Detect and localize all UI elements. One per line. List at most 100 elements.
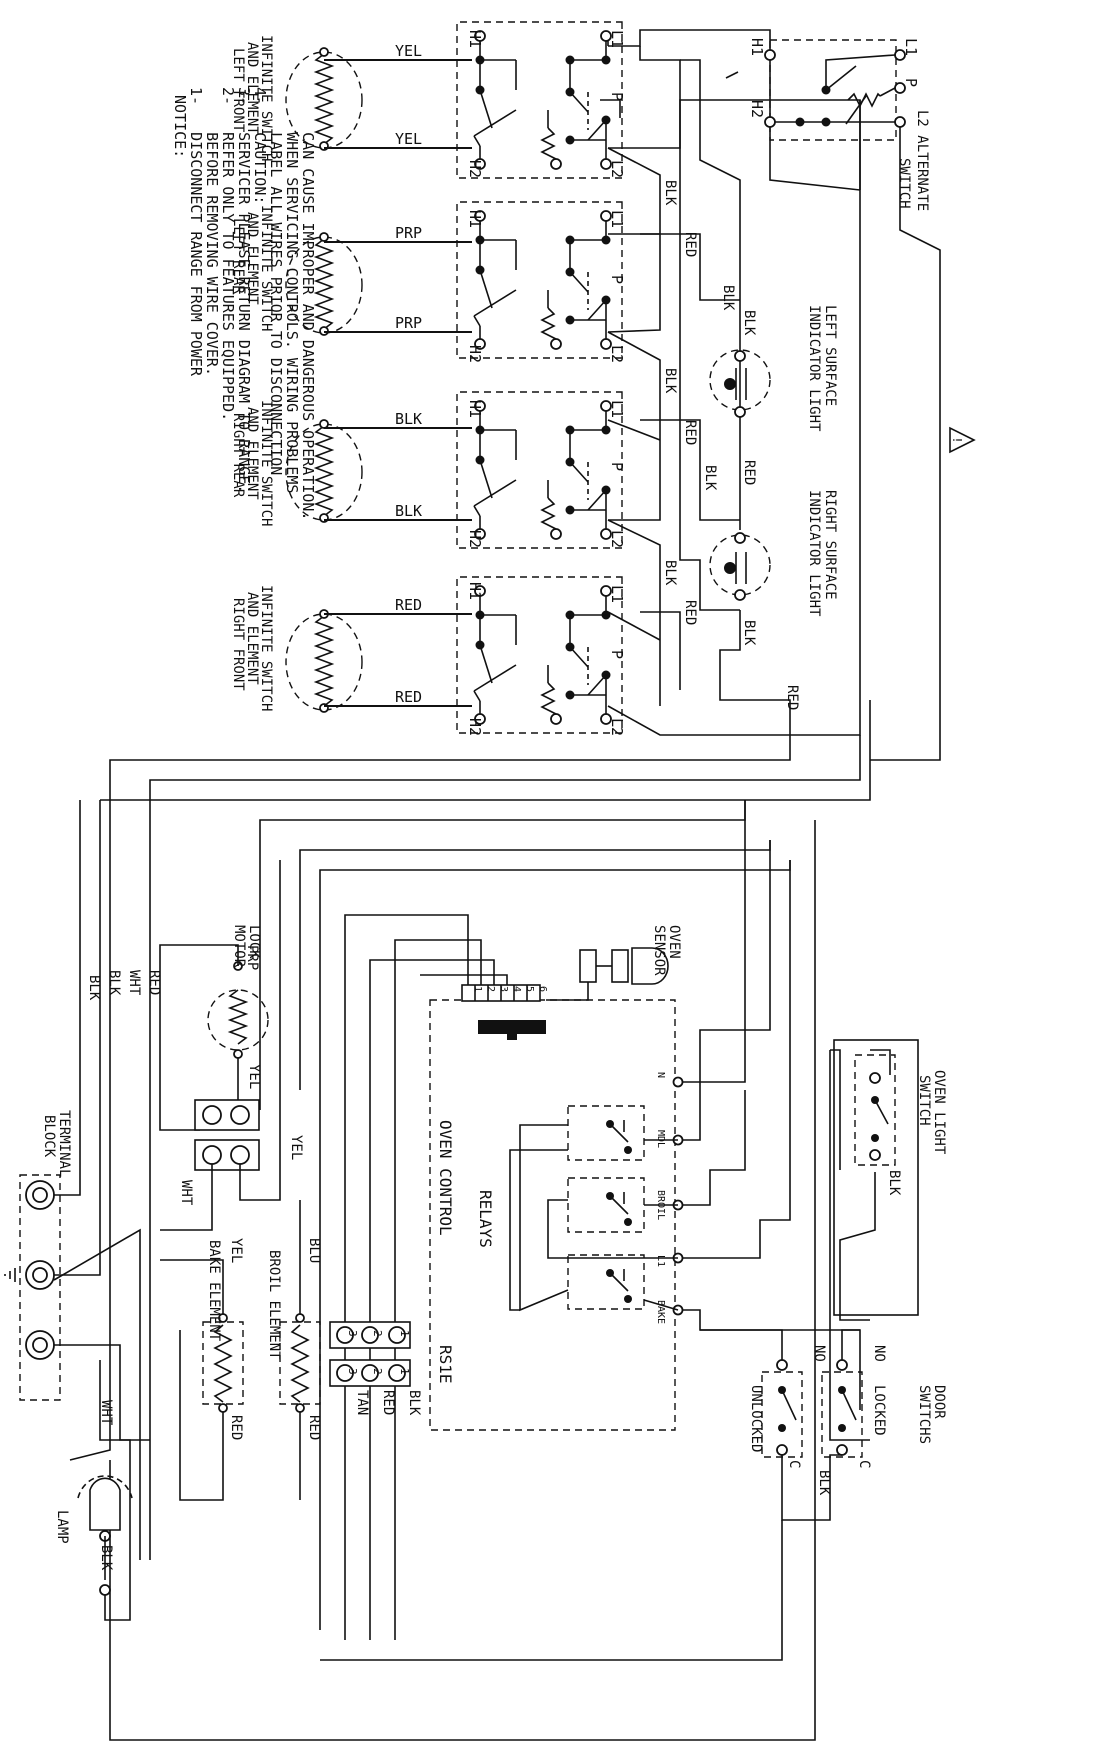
oven-sensor-label-1: OVEN (666, 925, 682, 959)
bus-wire-blk-3: BLK (741, 310, 757, 336)
relay-term-bake: BAKE (655, 1300, 666, 1324)
bus-wire-blk-5: BLK (702, 465, 718, 491)
term-l1-rr: L1 (608, 400, 626, 418)
bake-element-label: BAKE ELEMENT (206, 1240, 222, 1342)
lock-motor-label-1: LOCK (246, 925, 262, 959)
notice-block: NOTICE: 1- DISCONNECT RANGE FROM POWER B… (171, 87, 317, 520)
oven-light-switch-wire: BLK (886, 1170, 902, 1196)
notice-heading: NOTICE: (171, 95, 189, 158)
oven-light-switch (833, 1039, 919, 1316)
notice-line-3: 2- REFER ONLY TO FEATURES EQUIPPED. (219, 87, 237, 421)
svg-text:!: ! (950, 436, 964, 443)
alt-term-h2: H2 (748, 100, 766, 118)
notice-line-5: 4- CAUTION: (251, 87, 269, 204)
switch-lf-label-1: INFINITE SWITCH (258, 35, 274, 161)
plug-pin-1a: 1 (398, 1330, 411, 1337)
oven-control-box (429, 999, 676, 1431)
alt-term-l1: L1 (902, 38, 920, 56)
term-p-rr: P (608, 462, 626, 471)
door-switch-locked (821, 1329, 863, 1458)
wire-blk-left-2: BLK (86, 975, 102, 1001)
notice-line-2: BEFORE REMOVING WIRE COVER. (203, 87, 221, 376)
notice-line-8: CAN CAUSE IMPROPER AND DANGEROUS OPERATI… (299, 87, 317, 520)
right-indicator-label-2: INDICATOR LIGHT (806, 490, 822, 617)
term-l1-lf: L1 (608, 30, 626, 48)
term-p-lr: P (608, 275, 626, 284)
infinite-switch-right-front (285, 576, 623, 734)
control-connector (461, 984, 546, 1040)
wire-red-left: RED (146, 970, 162, 995)
wire-label-lf-bottom: YEL (395, 130, 422, 148)
pin-1: 1 (472, 986, 483, 992)
bus-wire-blk-7: BLK (741, 620, 757, 646)
bus-wire-red-1: RED (682, 232, 698, 257)
infinite-switch-right-rear (285, 391, 623, 549)
oven-sensor (546, 947, 669, 1001)
infinite-switch-left-front (285, 21, 623, 179)
switch-lr-label-1: INFINITE SWITCH (258, 205, 274, 331)
lamp-label: LAMP (54, 1510, 70, 1544)
door-switch-no-locked: NO (871, 1345, 887, 1362)
lock-motor-prp: PRP (244, 945, 260, 970)
door-switches-label-1: DOOR (931, 1385, 947, 1419)
lock-motor-terminals (160, 860, 281, 1231)
surface-switches-group: ! (69, 21, 976, 1560)
pin-4: 4 (511, 986, 522, 992)
door-switch-unlocked-label: UNLOCKED (748, 1385, 764, 1452)
switch-rr-label-3: RIGHT REAR (230, 413, 246, 498)
bus-wire-blk-1: BLK (662, 180, 678, 206)
infinite-switch-left-rear (285, 201, 623, 359)
bus-wire-blk-6: BLK (662, 560, 678, 586)
wire-label-rr-bottom: BLK (395, 502, 422, 520)
bus-wire-blk-2: BLK (720, 285, 736, 311)
relay-term-n: N (655, 1072, 666, 1078)
lamp-wire-blk: BLK (98, 1545, 114, 1571)
wire-label-rr-top: BLK (395, 410, 422, 428)
oven-light-switch-label-2: SWITCH (916, 1075, 932, 1126)
relay-term-l1: L1 (655, 1255, 666, 1267)
plug-connector (329, 1321, 411, 1387)
alternate-switch-label-1: L2 ALTERNATE (914, 110, 930, 211)
term-l1-rf: L1 (608, 585, 626, 603)
alt-term-h1: H1 (748, 38, 766, 56)
term-l2-lr: L2 (608, 345, 626, 363)
oven-control-model: RS1E (436, 1345, 455, 1384)
term-h1-rr: H1 (466, 400, 484, 418)
switch-rf-label-2: AND ELEMENT (244, 592, 260, 685)
plug-pin-3a: 3 (346, 1330, 359, 1337)
wire-label-rf-bottom: RED (395, 688, 422, 706)
bus-wire-red-5: RED (784, 685, 800, 710)
wire-wht-left: WHT (126, 970, 142, 996)
switch-rf-label-1: INFINITE SWITCH (258, 585, 274, 711)
term-h2-lf: H2 (466, 160, 484, 178)
alt-term-p: P (902, 78, 920, 87)
wire-label-lf-top: YEL (395, 42, 422, 60)
term-l2-lf: L2 (608, 160, 626, 178)
term-l2-rr: L2 (608, 530, 626, 548)
pin-5: 5 (524, 986, 535, 992)
wire-red-plug: RED (380, 1390, 396, 1415)
relay-mdl (567, 1105, 645, 1161)
term-h1-lf: H1 (466, 30, 484, 48)
door-switch-unlocked (320, 1329, 842, 1661)
wire-red-broil: RED (306, 1415, 322, 1440)
switch-rr-label-1: INFINITE SWITCH (258, 400, 274, 526)
relay-broil (567, 1177, 645, 1233)
switch-rf-label-3: RIGHT FRONT (230, 598, 246, 691)
pin-3: 3 (498, 986, 509, 992)
term-l1-lr: L1 (608, 210, 626, 228)
term-h2-lr: H2 (466, 345, 484, 363)
wire-blk-left-1: BLK (106, 970, 122, 996)
term-h1-rf: H1 (466, 582, 484, 600)
broil-element (279, 1200, 321, 1500)
terminal-block-label-2: BLOCK (41, 1115, 57, 1158)
relay-term-broil: BROIL (655, 1190, 666, 1220)
wire-label-rf-top: RED (395, 596, 422, 614)
wire-red-bake: RED (228, 1415, 244, 1440)
oven-control-label: OVEN CONTROL (436, 1120, 455, 1236)
relays-label: RELAYS (476, 1190, 495, 1248)
plug-pin-3b: 3 (346, 1368, 359, 1375)
left-surface-indicator-light (709, 349, 771, 418)
bus-wire-red-4: RED (682, 600, 698, 625)
